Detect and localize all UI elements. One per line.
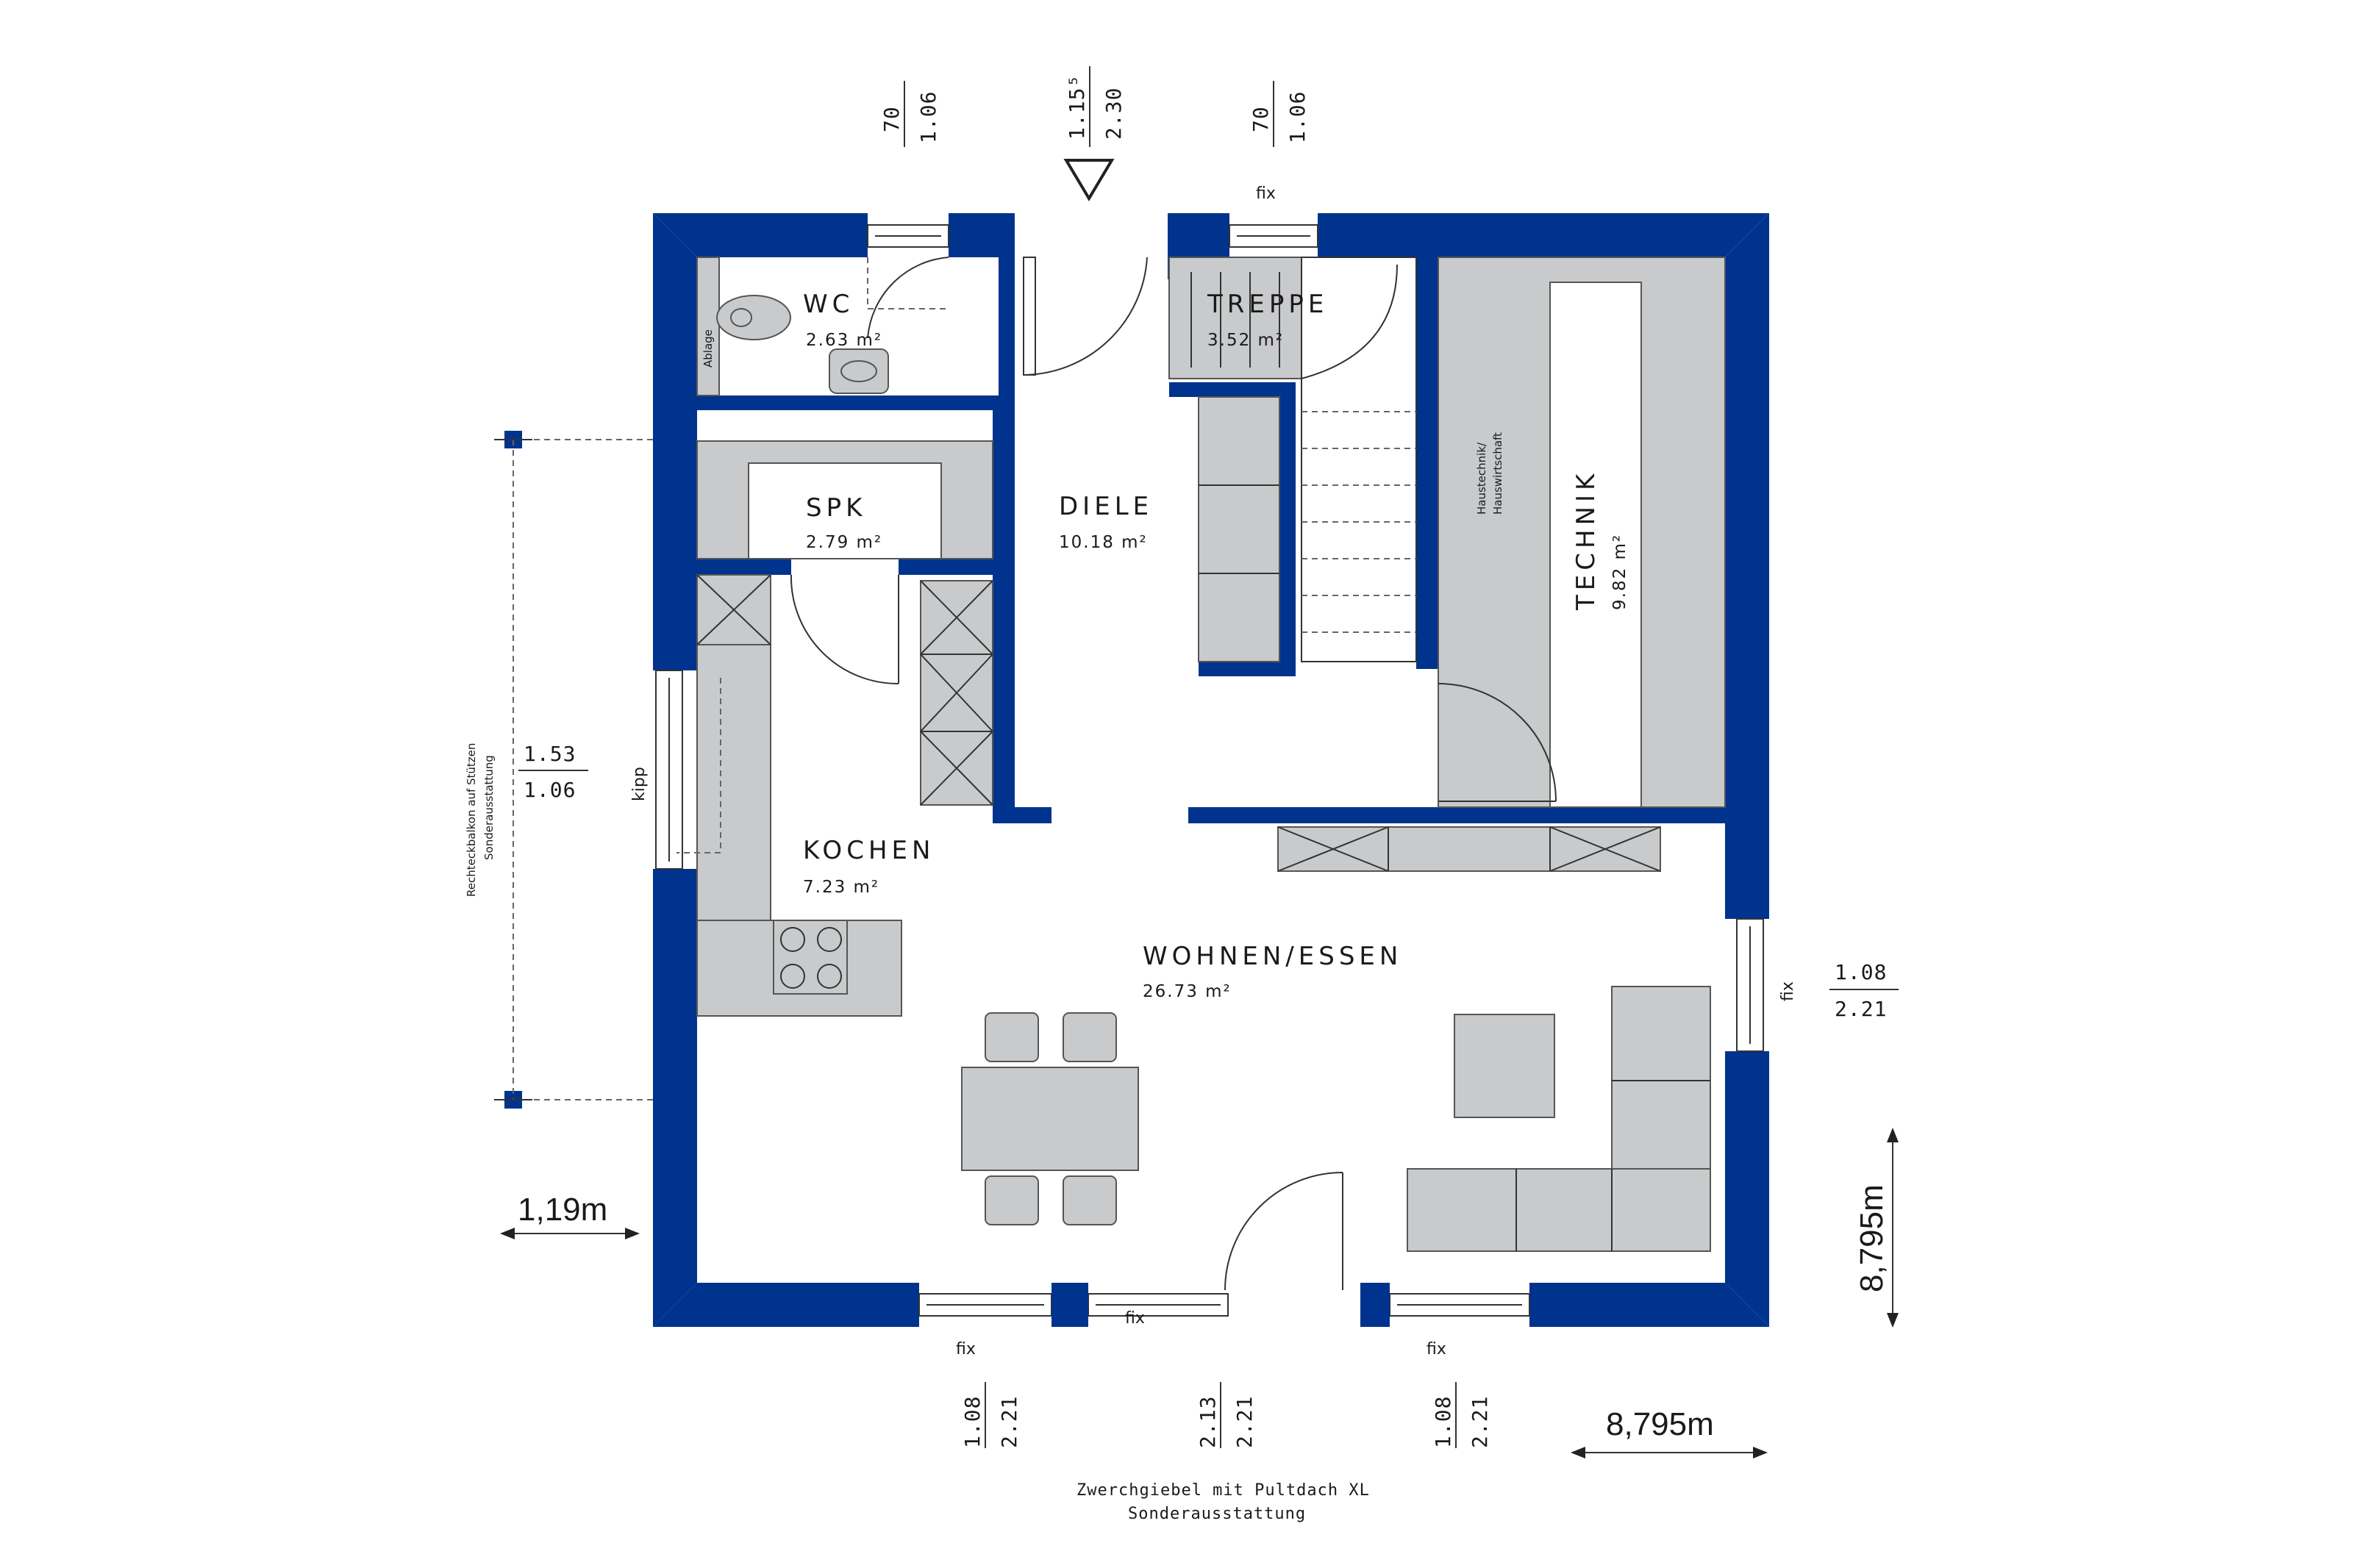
dim-top-right-bottom: 1.06: [1285, 91, 1310, 143]
dimension-right-window: 1.08 2.21: [1829, 960, 1899, 1021]
dim-bottom-1-top: 1.08: [960, 1396, 985, 1448]
fix-label-bottom-1: fix: [956, 1340, 976, 1358]
terrace-door: [1224, 1172, 1343, 1291]
room-area-technik: 9.82 m²: [1610, 534, 1629, 610]
dimension-bottom-3: 1.08 2.21: [1431, 1382, 1492, 1448]
balcony-depth-dimension: 1,19m: [500, 1192, 640, 1239]
spk-shelving: [696, 440, 993, 559]
balcony-note-1: Rechteckbalkon auf Stützen: [465, 743, 478, 897]
room-name-diele: DIELE: [1059, 492, 1153, 521]
room-area-treppe: 3.52 m²: [1207, 331, 1284, 350]
dimension-bottom-2: 2.13 2.21: [1196, 1382, 1257, 1448]
gable-note-1: Zwerchgiebel mit Pultdach XL: [1076, 1481, 1370, 1500]
room-area-spk: 2.79 m²: [806, 533, 882, 552]
balcony-outline: Rechteckbalkon auf Stützen Sonderausstat…: [465, 431, 653, 1109]
room-area-diele: 10.18 m²: [1059, 533, 1148, 552]
room-labels: WC 2.63 m² TREPPE 3.52 m² SPK 2.79 m² DI…: [803, 290, 1629, 1001]
room-area-wc: 2.63 m²: [806, 331, 882, 350]
width-dimension: 8,795m: [1571, 1406, 1768, 1458]
wc-fixtures: Ablage: [696, 257, 949, 396]
room-name-wohnen: WOHNEN/ESSEN: [1143, 942, 1402, 971]
haustechnik-label-2: Hauswirtschaft: [1491, 432, 1504, 515]
dining-set: [961, 1012, 1139, 1225]
dim-right-window-top: 1.08: [1835, 960, 1887, 984]
haustechnik-label-1: Haustechnik/: [1475, 442, 1488, 515]
diele-wardrobe: [1198, 396, 1280, 662]
window-frames: [655, 224, 1764, 1327]
dim-top-entry-bottom: 2.30: [1101, 87, 1126, 140]
dim-left-window-bottom: 1.06: [524, 778, 576, 802]
fix-label-bottom-3: fix: [1427, 1340, 1446, 1358]
dimension-bottom-1: 1.08 2.21: [960, 1382, 1021, 1448]
fix-label-bottom-2: fix: [1125, 1309, 1145, 1328]
dim-top-left-top: 70: [879, 106, 904, 132]
room-name-technik: TECHNIK: [1571, 470, 1601, 611]
dimension-top-entry: 1.15⁵ 2.30: [1065, 66, 1126, 147]
dim-left-window-top: 1.53: [524, 742, 576, 766]
room-name-treppe: TREPPE: [1207, 290, 1328, 319]
window-labels: fix kipp fix fix fix fix: [630, 185, 1797, 1358]
gable-note: Zwerchgiebel mit Pultdach XL Sonderausst…: [1076, 1481, 1370, 1523]
dim-top-left-bottom: 1.06: [916, 91, 940, 143]
sideboard: [1277, 826, 1661, 872]
height-text: 8,795m: [1854, 1184, 1890, 1292]
dim-top-entry-top: 1.15⁵: [1065, 74, 1089, 140]
kipp-label: kipp: [630, 767, 649, 801]
kitchen-units: [676, 574, 993, 1017]
dim-bottom-1-bottom: 2.21: [997, 1396, 1021, 1448]
dim-bottom-3-top: 1.08: [1431, 1396, 1455, 1448]
staircase: [1168, 257, 1417, 662]
technik-units: Haustechnik/ Hauswirtschaft: [1438, 257, 1726, 808]
dimension-left-window: 1.53 1.06: [518, 742, 588, 802]
ablage-label: Ablage: [701, 329, 715, 368]
dimension-top-right: 70 1.06: [1249, 81, 1310, 147]
living-set: [1407, 986, 1711, 1252]
room-name-wc: WC: [803, 290, 854, 319]
balcony-depth-text: 1,19m: [518, 1192, 607, 1228]
height-dimension: 8,795m: [1854, 1128, 1899, 1328]
fix-label-right: fix: [1779, 981, 1797, 1001]
balcony-note-2: Sonderausstattung: [482, 755, 496, 860]
fix-label-top: fix: [1256, 185, 1276, 203]
dimension-top-left: 70 1.06: [879, 81, 940, 147]
gable-note-2: Sonderausstattung: [1128, 1505, 1306, 1523]
interior-walls: [697, 213, 1725, 823]
width-text: 8,795m: [1606, 1406, 1714, 1442]
room-name-spk: SPK: [806, 493, 866, 523]
room-area-wohnen: 26.73 m²: [1143, 982, 1232, 1001]
dim-right-window-bottom: 2.21: [1835, 997, 1887, 1021]
dim-bottom-3-bottom: 2.21: [1468, 1396, 1492, 1448]
entry-arrow-icon: [1063, 159, 1115, 201]
dim-bottom-2-bottom: 2.21: [1232, 1396, 1257, 1448]
room-name-kochen: KOCHEN: [803, 836, 935, 865]
dim-top-right-top: 70: [1249, 106, 1273, 132]
entry-door: [1023, 257, 1148, 376]
dim-bottom-2-top: 2.13: [1196, 1396, 1220, 1448]
room-area-kochen: 7.23 m²: [803, 878, 879, 897]
